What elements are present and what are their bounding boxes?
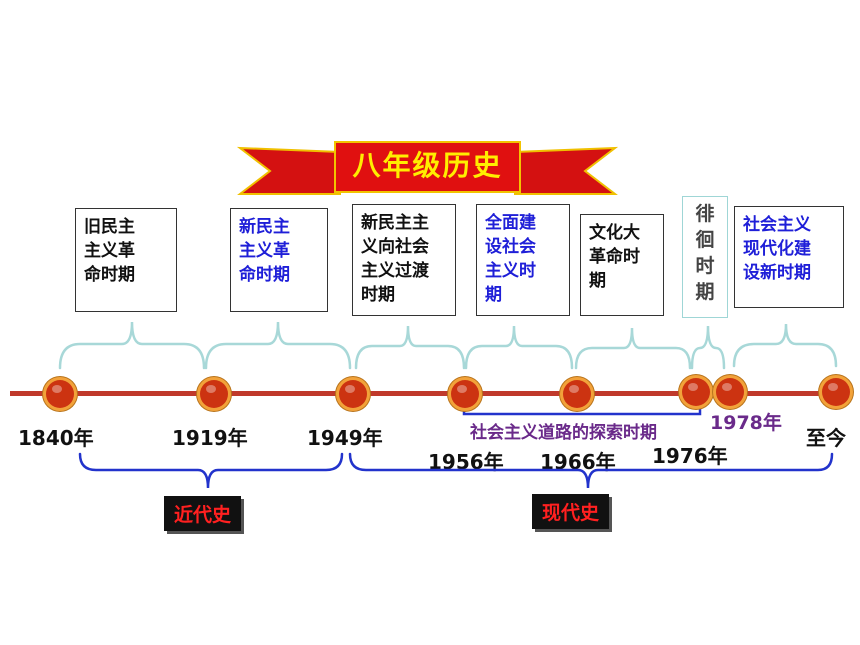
- brace-1956-1966: [464, 325, 574, 370]
- period-new-democratic: 新民主 主义革 命时期: [230, 208, 328, 312]
- timeline-node-1956: [451, 380, 479, 408]
- period-wandering: 徘 徊 时 期: [682, 196, 728, 318]
- brace-contemporary-history: [348, 452, 834, 489]
- banner-ribbon-left: [236, 146, 341, 195]
- title-banner: [236, 141, 619, 195]
- brace-1976-1978: [690, 325, 726, 370]
- period-cultural-revolution: 文化大 革命时 期: [580, 214, 664, 316]
- timeline-node-1976: [682, 378, 710, 406]
- banner-center: [334, 141, 521, 193]
- brace-1966-1976: [574, 327, 692, 370]
- timeline-axis: [10, 391, 852, 396]
- year-1976: 1976年: [652, 444, 728, 468]
- timeline-node-1966: [563, 380, 591, 408]
- era-modern-history: 近代史: [164, 496, 242, 531]
- exploration-period-label: 社会主义道路的探索时期: [470, 423, 657, 443]
- brace-1840-1919: [58, 321, 206, 370]
- year-1919: 1919年: [172, 426, 248, 450]
- timeline-node-now: [822, 378, 850, 406]
- era-contemporary-history: 现代史: [532, 494, 610, 529]
- year-1949: 1949年: [307, 426, 383, 450]
- period-modernization: 社会主义 现代化建 设新时期: [734, 206, 844, 308]
- year-now: 至今: [806, 426, 846, 450]
- period-full-construction: 全面建 设社会 主义时 期: [476, 204, 570, 316]
- banner-ribbon-right: [514, 146, 619, 195]
- year-1978: 1978年: [710, 412, 782, 434]
- timeline-node-1978: [716, 378, 744, 406]
- brace-1978-now: [732, 323, 838, 368]
- brace-modern-history: [78, 452, 344, 489]
- period-old-democratic: 旧民主 主义革 命时期: [75, 208, 177, 312]
- brace-1949-1956: [354, 325, 466, 370]
- timeline-node-1949: [339, 380, 367, 408]
- timeline-node-1919: [200, 380, 228, 408]
- timeline-node-1840: [46, 380, 74, 408]
- period-transition: 新民主主 义向社会 主义过渡 时期: [352, 204, 456, 316]
- page-title: 八年级历史: [352, 149, 503, 182]
- brace-1919-1949: [204, 321, 352, 370]
- year-1840: 1840年: [18, 426, 94, 450]
